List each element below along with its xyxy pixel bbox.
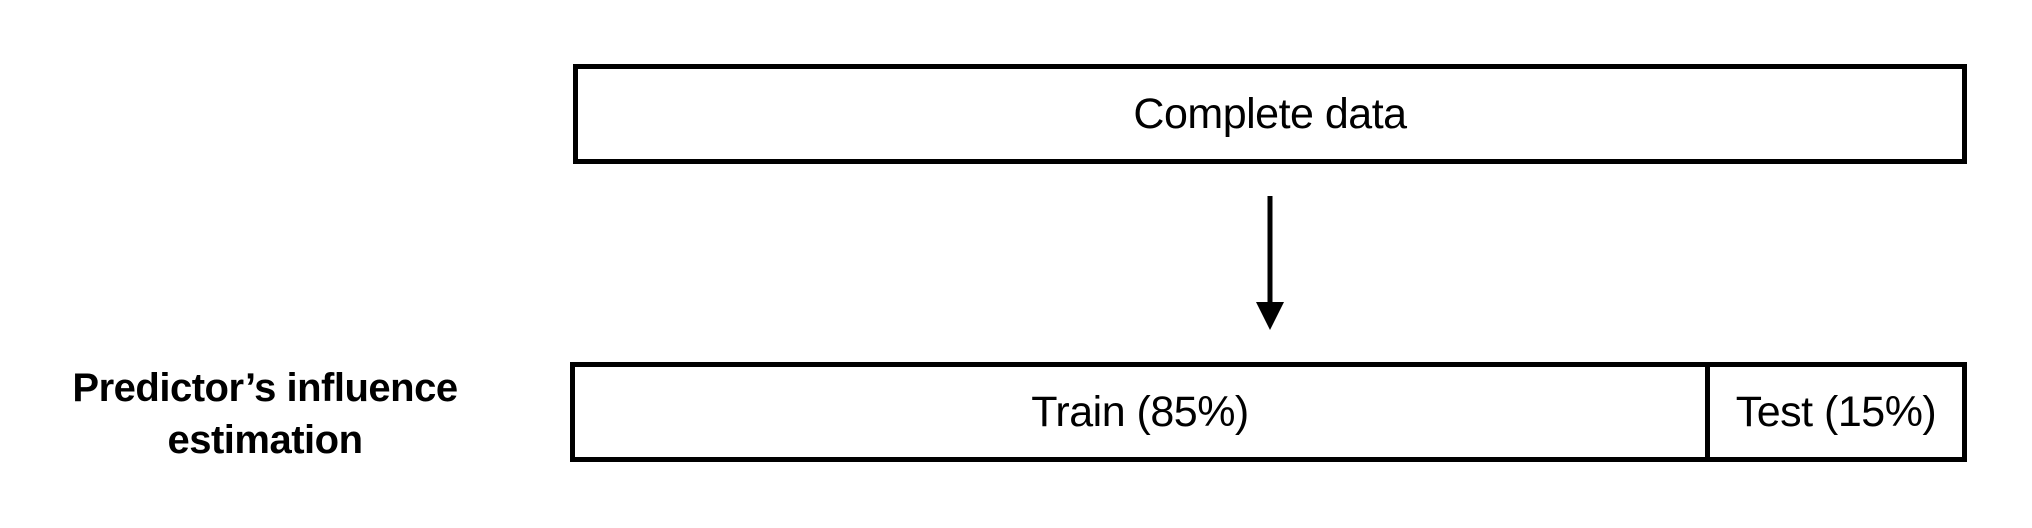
predictor-influence-label: Predictor’s influence estimation bbox=[40, 362, 490, 466]
side-label-line-2: estimation bbox=[167, 418, 363, 462]
test-segment: Test (15%) bbox=[1705, 367, 1962, 457]
train-label: Train (85%) bbox=[1031, 387, 1249, 436]
complete-data-box: Complete data bbox=[573, 64, 1967, 164]
complete-data-label: Complete data bbox=[1133, 89, 1407, 138]
train-test-split-bar: Train (85%) Test (15%) bbox=[570, 362, 1967, 462]
side-label-line-1: Predictor’s influence bbox=[72, 366, 458, 410]
train-segment: Train (85%) bbox=[575, 367, 1705, 457]
test-label: Test (15%) bbox=[1735, 387, 1937, 436]
arrow-head bbox=[1256, 302, 1284, 330]
